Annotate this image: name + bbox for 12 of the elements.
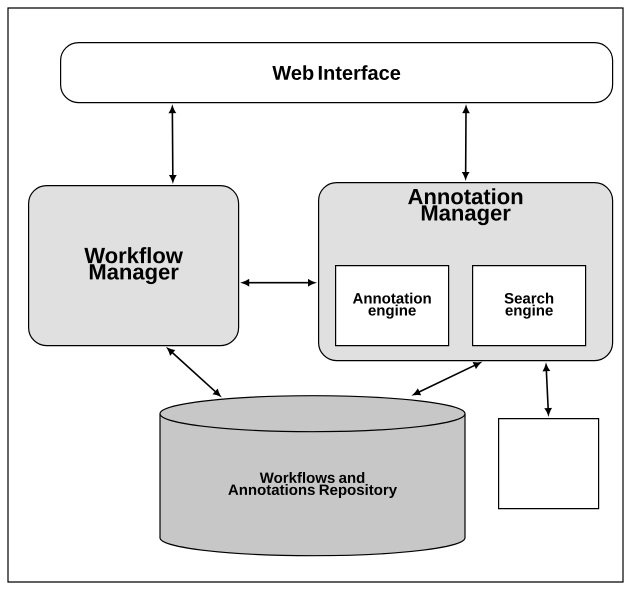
arrow [413,362,481,396]
arrow [242,279,315,286]
arrow [543,364,552,415]
database-cylinder: Workflows and Annotations Repository [159,395,466,556]
arrow [167,348,220,396]
component-box: Search engine [472,265,586,346]
component-box [498,418,600,510]
arrow [462,106,470,179]
arrow [169,106,176,182]
process-box: Workflow Manager [28,185,240,346]
component-box: Annotation engine [335,265,450,346]
process-box: Web Interface [60,42,614,104]
